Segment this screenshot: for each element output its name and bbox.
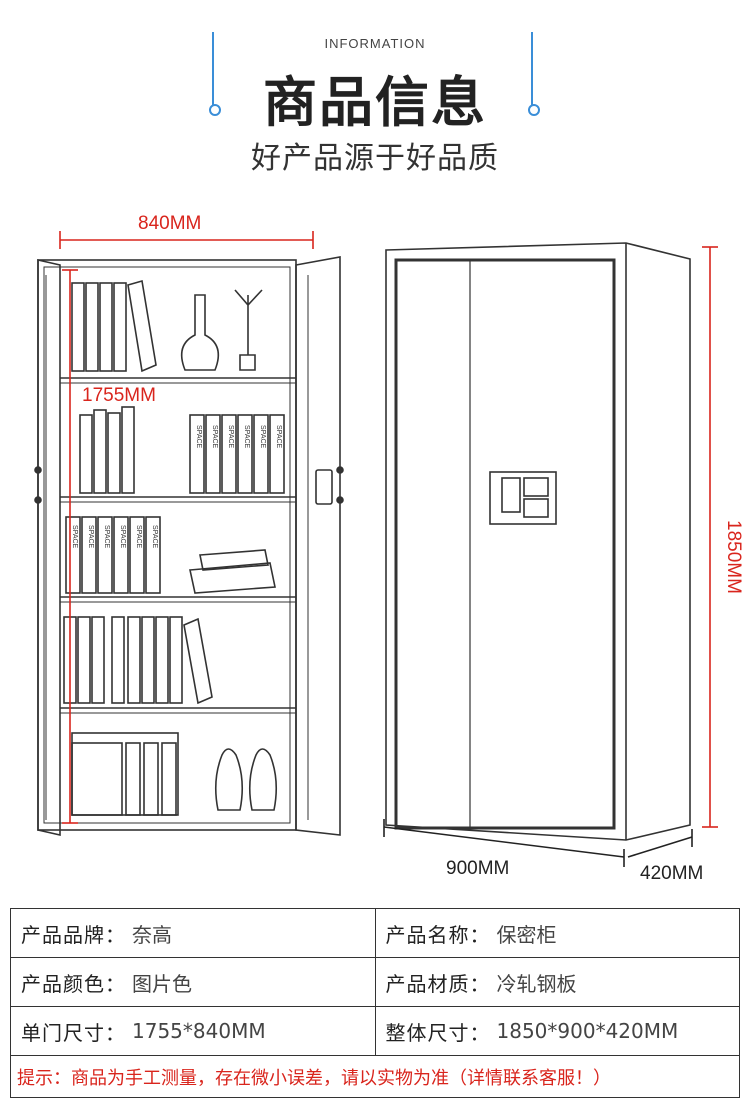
spec-key: 产品材质： [385, 971, 491, 996]
door-lock-icon [315, 469, 333, 505]
spec-key: 产品名称： [385, 922, 491, 947]
notice-text: 提示：商品为手工测量，存在微小误差，请以实物为准（详情联系客服！） [11, 1056, 740, 1098]
book-spine-label: SPACE [227, 425, 234, 449]
book-spine-label: SPACE [243, 425, 250, 449]
page-title: 商品信息 [263, 71, 487, 134]
book-spine-label: SPACE [151, 525, 158, 549]
spec-row: 产品颜色：图片色 产品材质：冷轧钢板 [11, 958, 740, 1007]
spec-key: 整体尺寸： [385, 1020, 491, 1045]
book-spine-label: SPACE [87, 525, 94, 549]
right-door [295, 256, 341, 836]
door-height-label: 1755MM [82, 385, 156, 406]
spec-cell-material: 产品材质：冷轧钢板 [375, 958, 740, 1007]
total-height-label: 1850MM [723, 520, 744, 594]
left-door [37, 258, 61, 837]
spec-value: 保密柜 [496, 922, 557, 947]
spec-value: 1850*900*420MM [496, 1019, 679, 1043]
book-spine-label: SPACE [119, 525, 126, 549]
book-spine-label: SPACE [275, 425, 282, 449]
book-spine-label: SPACE [211, 425, 218, 449]
depth-label: 420MM [640, 863, 704, 884]
spec-cell-overall-size: 整体尺寸：1850*900*420MM [375, 1007, 740, 1056]
spec-row: 产品品牌：奈高 产品名称：保密柜 [11, 909, 740, 958]
spec-table: 产品品牌：奈高 产品名称：保密柜 产品颜色：图片色 产品材质：冷轧钢板 单门尺寸… [10, 908, 740, 1098]
book-spine-label: SPACE [135, 525, 142, 549]
spec-cell-door-size: 单门尺寸：1755*840MM [11, 1007, 376, 1056]
cabinet-drawing: SPACE SPACE SPACE SPACE SPACE SPACE SPACE SPACE… [34, 231, 718, 867]
spec-key: 产品品牌： [21, 922, 126, 947]
information-label: INFORMATION [324, 36, 426, 51]
spec-cell-color: 产品颜色：图片色 [11, 958, 376, 1007]
total-width-label: 900MM [446, 858, 510, 879]
book-spine-label: SPACE [195, 425, 202, 449]
spec-key: 产品颜色： [21, 971, 126, 996]
closed-cabinet-body [385, 242, 691, 841]
decor-line-right [528, 32, 540, 116]
width-840-label: 840MM [138, 213, 202, 234]
book-spine-label: SPACE [259, 425, 266, 449]
book-spine-label: SPACE [71, 525, 78, 549]
spec-value: 冷轧钢板 [496, 971, 577, 996]
header-section: INFORMATION 商品信息 好产品源于好品质 [0, 0, 750, 190]
book-spine-label: SPACE [103, 525, 110, 549]
cabinet-illustration: SPACE SPACE SPACE SPACE SPACE SPACE SPACE SPACE… [0, 195, 750, 895]
spec-row: 单门尺寸：1755*840MM 整体尺寸：1850*900*420MM [11, 1007, 740, 1056]
spec-value: 图片色 [132, 971, 192, 996]
spec-value: 奈高 [132, 922, 172, 947]
spec-key: 单门尺寸： [21, 1020, 126, 1045]
spec-cell-name: 产品名称：保密柜 [375, 909, 740, 958]
page-subtitle: 好产品源于好品质 [251, 141, 499, 176]
electronic-lock-icon [489, 471, 557, 525]
spec-cell-brand: 产品品牌：奈高 [11, 909, 376, 958]
spec-value: 1755*840MM [132, 1019, 266, 1043]
decor-line-left [209, 32, 221, 116]
